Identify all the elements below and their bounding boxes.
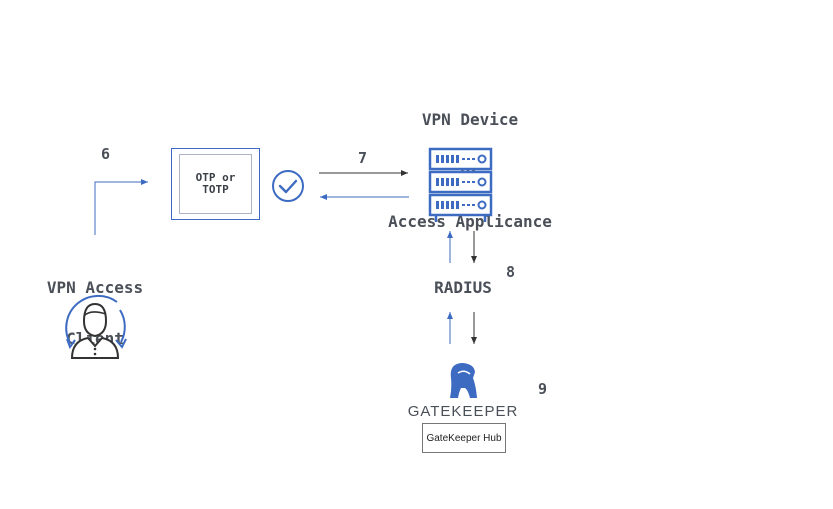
server-rack-icon xyxy=(428,147,493,222)
appliance-title-line3: Access Applicance xyxy=(388,212,552,231)
step-8: 8 xyxy=(506,263,516,281)
gatekeeper-hub-label: GateKeeper Hub xyxy=(426,432,502,444)
spartan-helmet-icon xyxy=(450,363,477,398)
radius-label: RADIUS xyxy=(434,278,492,297)
step-6: 6 xyxy=(101,145,111,163)
otp-inner-frame: OTP or TOTP xyxy=(179,154,252,214)
otp-box: OTP or TOTP xyxy=(171,148,260,220)
check-circle-icon xyxy=(272,170,304,202)
client-title-line1: VPN Access xyxy=(46,278,144,297)
gatekeeper-wordmark: GATEKEEPER xyxy=(407,403,519,420)
step-9: 9 xyxy=(538,380,548,398)
arrow-step6 xyxy=(94,179,148,235)
appliance-title-line1: VPN Device xyxy=(421,110,519,129)
step-7: 7 xyxy=(358,149,368,167)
user-sync-icon xyxy=(65,294,127,359)
gatekeeper-hub-box: GateKeeper Hub xyxy=(422,423,506,453)
otp-label: OTP or TOTP xyxy=(195,171,236,196)
